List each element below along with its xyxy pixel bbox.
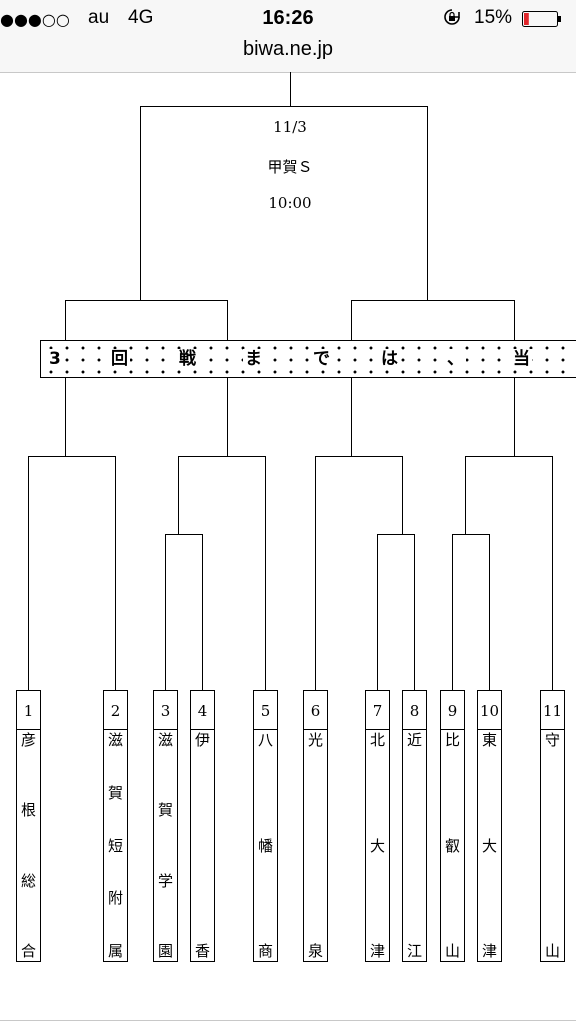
- team-name: 八 幡 商: [254, 729, 277, 961]
- team-name-char: 叡: [444, 836, 460, 855]
- network-type-label: 4G: [128, 7, 154, 28]
- team-name-char: 賀: [107, 783, 123, 802]
- team-name-char: 園: [157, 941, 173, 960]
- team-name-char: 学: [157, 871, 173, 890]
- team-name: 東 大 津: [478, 729, 501, 961]
- team-name-char: 八: [257, 731, 273, 749]
- team-name-char: 滋: [107, 731, 123, 749]
- team-name-char: 光: [307, 731, 323, 749]
- team-entry-3: 3 滋 賀 学 園: [153, 690, 178, 962]
- team-entry-11: 11 守 山: [540, 690, 565, 962]
- team-name-char: 附: [107, 889, 123, 908]
- team-name-char: 属: [107, 942, 123, 960]
- banner-char: ま: [243, 349, 264, 369]
- team-number: 4: [191, 691, 214, 730]
- team-entry-4: 4 伊 香: [190, 690, 215, 962]
- final-match-date: 11/3: [273, 118, 307, 136]
- team-entry-6: 6 光 泉: [303, 690, 328, 962]
- team-name-char: 幡: [257, 836, 273, 855]
- team-entry-10: 10 東 大 津: [477, 690, 502, 962]
- final-match-time: 10:00: [268, 194, 312, 212]
- team-number: 7: [366, 691, 389, 730]
- team-name-char: 比: [444, 731, 460, 749]
- team-name: 守 山: [541, 729, 564, 961]
- bracket-lines: [28, 72, 553, 690]
- team-entry-9: 9 比 叡 山: [440, 690, 465, 962]
- team-name-char: 近: [406, 731, 422, 749]
- banner-char: 、: [445, 349, 466, 369]
- team-number: 8: [403, 691, 426, 730]
- team-name-char: 香: [194, 942, 210, 960]
- banner-char: 3: [47, 349, 63, 369]
- team-name-char: 彦: [20, 731, 36, 749]
- team-number: 5: [254, 691, 277, 730]
- banner-char: で: [311, 349, 332, 369]
- team-name: 滋 賀 短 附 属: [104, 729, 127, 961]
- team-name-char: 津: [369, 942, 385, 960]
- team-number: 10: [478, 691, 501, 730]
- carrier-label: au: [88, 7, 110, 28]
- team-number: 9: [441, 691, 464, 730]
- team-entry-8: 8 近 江: [402, 690, 427, 962]
- team-name-char: 合: [20, 941, 36, 960]
- banner-char: 回: [109, 349, 130, 369]
- team-name-char: 短: [107, 836, 123, 855]
- team-name: 滋 賀 学 園: [154, 729, 177, 961]
- status-bar: ●●●○○ au 4G 16:26 15% biwa.ne.jp: [0, 0, 576, 73]
- team-name-char: 総: [20, 871, 36, 890]
- team-name-char: 山: [444, 942, 460, 960]
- team-name-char: 根: [20, 801, 36, 820]
- team-number: 2: [104, 691, 127, 730]
- team-name-char: 山: [544, 942, 560, 960]
- team-name-char: 賀: [157, 801, 173, 820]
- team-number: 6: [304, 691, 327, 730]
- team-name-char: 滋: [157, 731, 173, 749]
- final-match-venue: 甲賀Ｓ: [267, 158, 313, 176]
- team-name-char: 泉: [307, 942, 323, 960]
- team-name-char: 東: [481, 731, 497, 749]
- team-entry-1: 1 彦 根 総 合: [16, 690, 41, 962]
- notice-banner: 3 回 戦 ま で は 、 当: [40, 340, 576, 378]
- team-name: 比 叡 山: [441, 729, 464, 961]
- team-name: 伊 香: [191, 729, 214, 961]
- team-name-char: 商: [257, 942, 273, 960]
- team-entry-5: 5 八 幡 商: [253, 690, 278, 962]
- team-name: 北 大 津: [366, 729, 389, 961]
- team-number: 11: [541, 691, 564, 730]
- team-name-char: 北: [369, 731, 385, 749]
- clock: 16:26: [262, 7, 314, 29]
- signal-strength-icon: ●●●○○: [0, 10, 70, 29]
- team-name-char: 津: [481, 942, 497, 960]
- team-name: 近 江: [403, 729, 426, 961]
- team-name: 光 泉: [304, 729, 327, 961]
- team-name-char: 江: [406, 942, 422, 960]
- battery-percent: 15%: [474, 7, 513, 28]
- rotation-lock-icon: [444, 9, 460, 25]
- url-bar[interactable]: biwa.ne.jp: [242, 38, 334, 60]
- team-entry-7: 7 北 大 津: [365, 690, 390, 962]
- team-name-char: 守: [544, 731, 560, 749]
- page-bottom-divider: [0, 1020, 576, 1021]
- team-name-char: 大: [481, 836, 497, 855]
- battery-icon: [522, 11, 561, 27]
- team-number: 3: [154, 691, 177, 730]
- banner-char: は: [379, 349, 400, 369]
- team-name: 彦 根 総 合: [17, 729, 40, 961]
- banner-char: 当: [511, 349, 532, 369]
- team-entry-2: 2 滋 賀 短 附 属: [103, 690, 128, 962]
- team-name-char: 伊: [194, 731, 210, 749]
- banner-char: 戦: [177, 349, 198, 369]
- team-number: 1: [17, 691, 40, 730]
- team-name-char: 大: [369, 836, 385, 855]
